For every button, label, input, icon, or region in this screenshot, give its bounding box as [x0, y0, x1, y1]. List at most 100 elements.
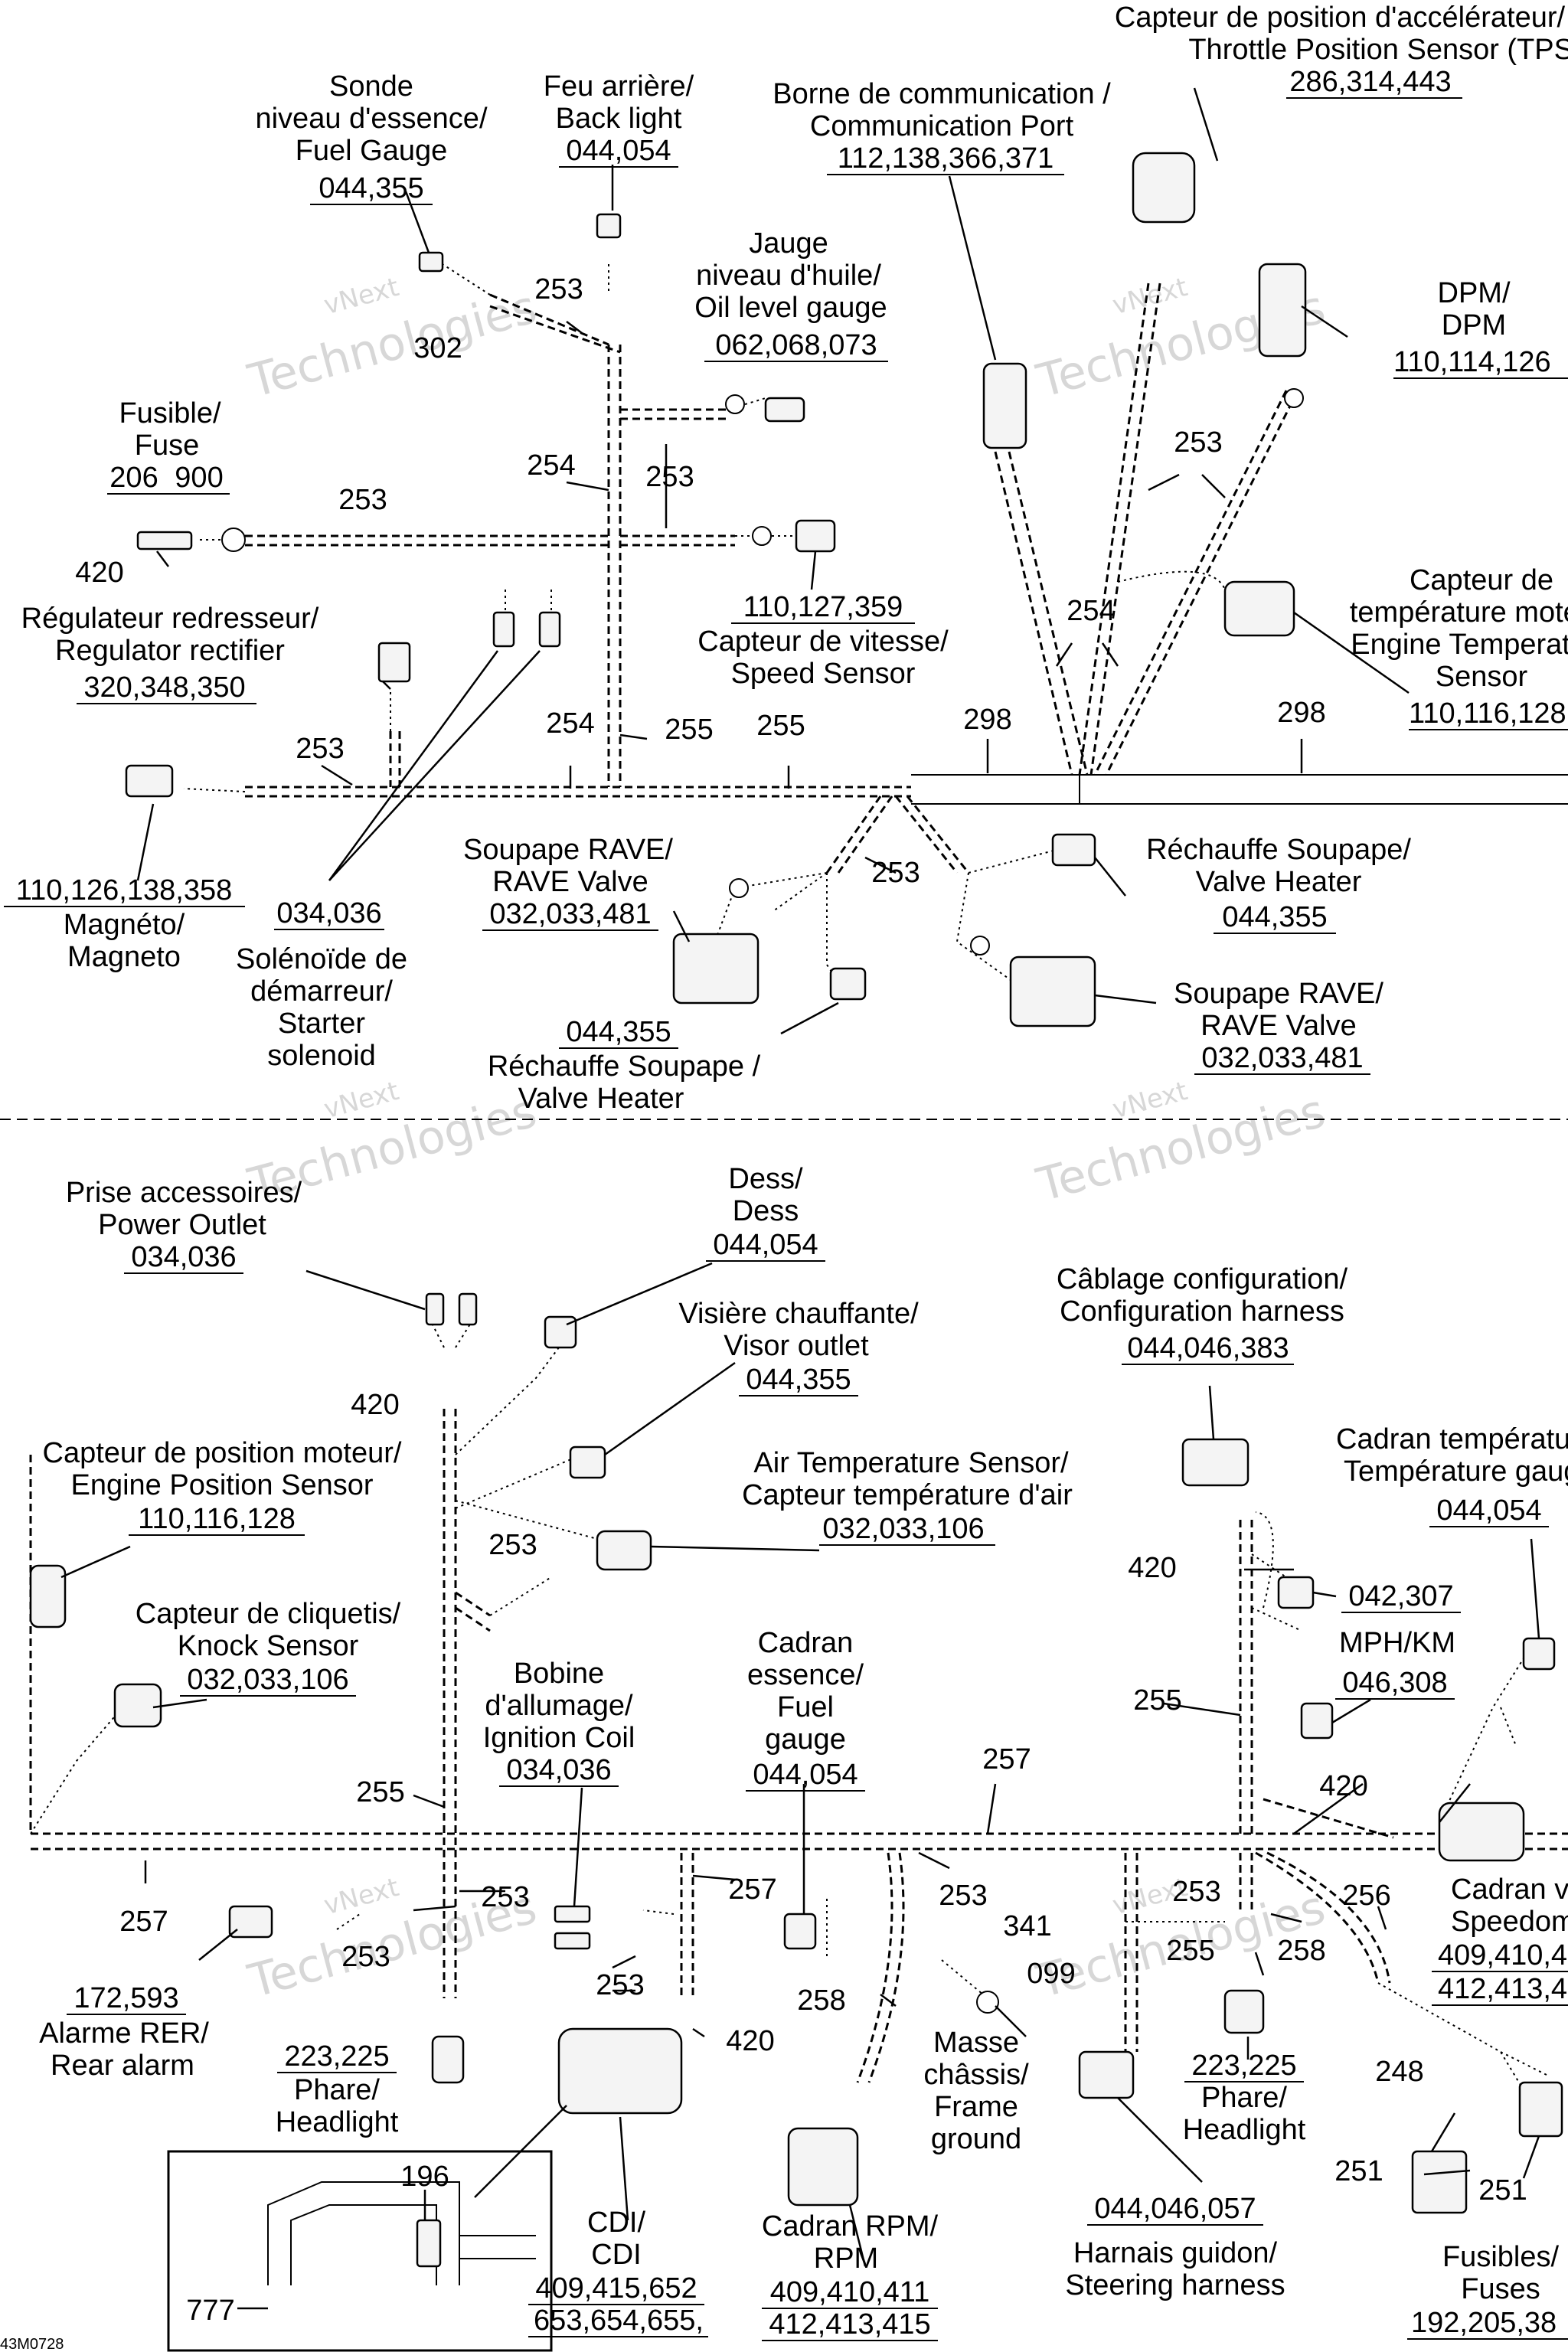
circuit-number: 257: [982, 1743, 1031, 1775]
temp-gauge-connector: [1522, 1637, 1556, 1671]
circuit-number: 254: [527, 449, 575, 482]
knock-codes: 032,033,106: [187, 1664, 348, 1696]
fuel-gauge-connector: [418, 251, 444, 273]
visor-connector: [569, 1446, 606, 1479]
circuit-number: 420: [351, 1389, 399, 1421]
engine-pos-label-en: Engine Position Sensor: [70, 1469, 373, 1501]
ground-label-3: Frame: [934, 2091, 1018, 2123]
fuse-code-206: 206: [109, 462, 158, 494]
circuit-number: 253: [596, 1969, 644, 2001]
rave-valve-left: [672, 933, 760, 1004]
circuit-number: 254: [546, 707, 594, 740]
mph-km-connector: [1300, 1702, 1334, 1740]
comm-port-codes: 112,138,366,371: [838, 142, 1054, 175]
fuse-label-en: Fuse: [135, 430, 199, 462]
circuit-number: 420: [1128, 1552, 1176, 1584]
speed-sensor-codes: 110,127,359: [743, 591, 903, 623]
upper-leaders: [136, 87, 1410, 1035]
speed-sensor-label-fr: Capteur de vitesse/: [697, 626, 949, 658]
rpm-dial-connector: [787, 2127, 859, 2207]
circuit-number: 302: [413, 332, 462, 364]
fuses-codes: 192,205,38: [1411, 2307, 1557, 2339]
cdi-codes-1: 409,415,652: [535, 2272, 697, 2305]
power-outlet-codes: 034,036: [131, 1241, 236, 1273]
fuse-box-2: [1518, 2081, 1563, 2138]
steering-codes: 044,046,057: [1094, 2193, 1256, 2225]
tps-connector: [1132, 152, 1196, 224]
visor-codes: 044,355: [746, 1364, 851, 1396]
engine-temp-label-3: Engine Temperature: [1351, 629, 1568, 661]
rear-alarm-label-fr: Alarme RER/: [39, 2017, 209, 2050]
circuit-number: 420: [726, 2025, 774, 2057]
ignition-coil-terminal-2: [554, 1932, 591, 1950]
dpm-label-2: DPM: [1442, 309, 1506, 341]
headlight-right-codes: 223,225: [1191, 2050, 1296, 2082]
ign-coil-codes: 034,036: [506, 1754, 611, 1786]
regulator-label-fr: Régulateur redresseur/: [21, 603, 319, 635]
inset-box: [167, 2150, 553, 2352]
upper-connectors: [125, 152, 1307, 1027]
circuit-number: 298: [1277, 697, 1325, 729]
starter-solenoid-terminal-1: [492, 611, 515, 648]
comm-port-connector: [982, 362, 1027, 449]
circuit-number: 255: [1133, 1684, 1181, 1717]
circuit-number: 253: [488, 1529, 537, 1561]
fuses-label-fr: Fusibles/: [1442, 2241, 1559, 2273]
splice-ring: [221, 528, 246, 552]
magneto-connector: [125, 764, 174, 798]
engine-pos-label-fr: Capteur de position moteur/: [43, 1437, 402, 1469]
air-temp-connector: [596, 1530, 652, 1571]
fuse-box-1: [1411, 2150, 1468, 2214]
engine-temp-connector: [1223, 580, 1295, 637]
power-outlet-terminal-2: [458, 1292, 478, 1326]
valve-heater-left: [829, 967, 867, 1001]
circuit-number: 420: [75, 557, 123, 589]
splice-ring: [729, 878, 749, 898]
headlight-left-connector: [431, 2035, 465, 2084]
fuel-dial-connector: [783, 1913, 817, 1950]
circuit-number: 253: [871, 857, 920, 889]
ignition-coil-terminal-1: [554, 1905, 591, 1923]
cdi-label-1: CDI/: [587, 2207, 645, 2239]
circuit-number: 257: [728, 1873, 776, 1906]
config-harness-connector: [1181, 1438, 1250, 1487]
fuel-dial-label-1: Cadran: [758, 1627, 854, 1659]
rear-alarm-codes: 172,593: [74, 1982, 178, 2014]
rave-valve-right: [1009, 956, 1096, 1027]
circuit-number: 253: [481, 1881, 529, 1913]
starter-codes: 034,036: [276, 897, 381, 929]
circuit-number: 253: [1174, 426, 1222, 459]
watermark-text: vNext: [321, 1076, 402, 1125]
circuit-number: 341: [1003, 1910, 1051, 1942]
rear-alarm-connector: [228, 1905, 273, 1939]
ground-label-1: Masse: [933, 2027, 1019, 2059]
dess-label-1: Dess/: [728, 1163, 803, 1195]
circuit-number: 253: [534, 273, 583, 305]
dess-connector: [544, 1315, 577, 1349]
oil-gauge-connector: [764, 397, 805, 423]
regulator-label-en: Regulator rectifier: [55, 635, 285, 667]
lower-connectors: [29, 1292, 1563, 2352]
engine-temp-codes: 110,116,128: [1409, 697, 1566, 730]
rpm-codes-1: 409,410,411: [770, 2276, 930, 2308]
fuel-dial-label-2: essence/: [747, 1659, 864, 1691]
speedo-label-fr: Cadran vitesse/: [1451, 1873, 1568, 1906]
dpm-connector: [1258, 263, 1307, 358]
dpm-codes: 110,114,126: [1393, 346, 1551, 378]
mph-code-1: 042,307: [1348, 1580, 1453, 1612]
mph-code-2: 046,308: [1342, 1667, 1447, 1699]
comm-port-label-en: Communication Port: [810, 110, 1074, 142]
speedo-label-en: Speedometer: [1451, 1906, 1568, 1938]
heater-right-label-en: Valve Heater: [1196, 866, 1362, 898]
rpm-label-en: RPM: [814, 2243, 878, 2275]
engine-temp-label-1: Capteur de: [1410, 564, 1553, 596]
circuit-number: 253: [341, 1941, 390, 1973]
visor-label-fr: Visière chauffante/: [678, 1298, 919, 1330]
comm-port-label-fr: Borne de communication /: [773, 78, 1111, 110]
regulator-codes: 320,348,350: [83, 671, 245, 704]
lower-harness-wires: [29, 1409, 1568, 2083]
circuit-number: 196: [400, 2161, 449, 2193]
circuit-number: 258: [1277, 1935, 1325, 1967]
back-light-codes: 044,054: [566, 135, 671, 167]
upper-labels: Capteur de position d'accélérateur/ Thro…: [4, 2, 1568, 1115]
